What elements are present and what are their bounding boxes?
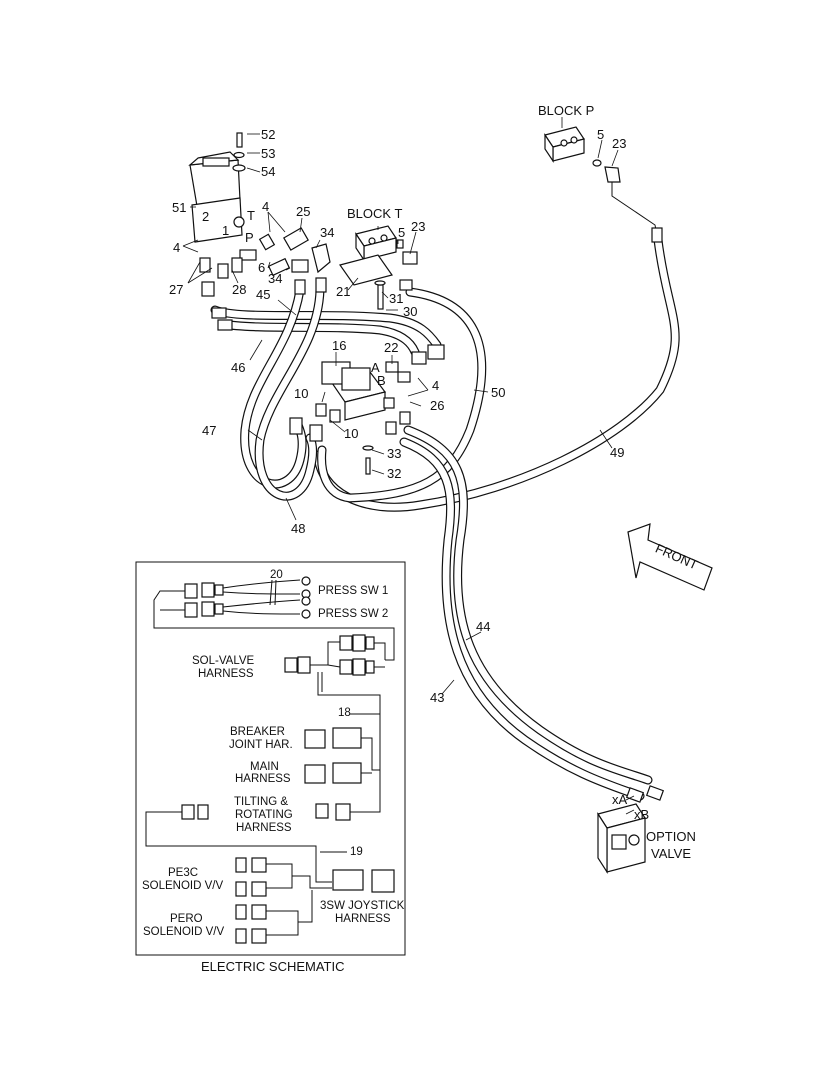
- tilting-label-line3: HARNESS: [236, 822, 292, 834]
- callout-32: 32: [387, 466, 401, 481]
- callout-43: 43: [430, 690, 444, 705]
- callout-28: 28: [232, 282, 246, 297]
- joystick-51: [188, 132, 246, 243]
- fittings-joystick: [199, 227, 331, 331]
- pe3c-label-line2: SOLENOID V/V: [142, 880, 223, 892]
- main-label-line2: HARNESS: [235, 773, 291, 785]
- callout-34: 34: [320, 225, 334, 240]
- callout-22: 22: [384, 340, 398, 355]
- callout-16: 16: [332, 338, 346, 353]
- port-xb: xB: [634, 807, 649, 822]
- callout-4: 4: [173, 240, 180, 255]
- electric-schematic-box: ELECTRIC SCHEMATIC 20 PRESS SW 1 PRESS S…: [135, 561, 406, 974]
- valve-block-16: [289, 344, 445, 475]
- solenoid-connectors: 19 PE3C SOLENOID V/V PERO SOLENOID V/V 3…: [142, 846, 405, 944]
- callout-54: 54: [261, 164, 275, 179]
- hose-47: [240, 285, 307, 489]
- tilting-label-line2: ROTATING: [235, 809, 293, 821]
- block-p-label: BLOCK P: [538, 103, 594, 118]
- joystick-label-line1: 3SW JOYSTICK: [320, 900, 405, 912]
- pero-label-line2: SOLENOID V/V: [143, 926, 224, 938]
- block-p: [544, 126, 663, 243]
- port-b: B: [377, 373, 386, 388]
- breaker-label-line2: JOINT HAR.: [229, 739, 293, 751]
- option-valve-label-line1: OPTION: [646, 829, 696, 844]
- callout-26: 26: [430, 398, 444, 413]
- joystick-label-line2: HARNESS: [335, 913, 391, 925]
- block-t: [339, 225, 418, 310]
- press-sw-1-label: PRESS SW 1: [318, 585, 388, 597]
- electric-schematic-title: ELECTRIC SCHEMATIC: [201, 959, 345, 974]
- callout-6: 6: [258, 260, 265, 275]
- callout-34: 34: [268, 271, 282, 286]
- callout-5: 5: [597, 127, 604, 142]
- port-xa: xA: [612, 792, 628, 807]
- block-t-label: BLOCK T: [347, 206, 402, 221]
- callout-46: 46: [231, 360, 245, 375]
- callout-25: 25: [296, 204, 310, 219]
- callout-10: 10: [344, 426, 358, 441]
- front-arrow: FRONT: [627, 523, 713, 591]
- hose-46: [217, 319, 420, 357]
- callout-47: 47: [202, 423, 216, 438]
- callout-48: 48: [291, 521, 305, 536]
- callout-19: 19: [350, 846, 363, 858]
- hose-p-line: [611, 180, 659, 241]
- callout-4: 4: [432, 378, 439, 393]
- port-p: P: [245, 230, 254, 245]
- callout-4: 4: [262, 199, 269, 214]
- tilting-label-line1: TILTING &: [234, 796, 288, 808]
- callout-51: 51: [172, 200, 186, 215]
- harness-connectors: BREAKER JOINT HAR. MAIN HARNESS TILTING …: [145, 726, 380, 883]
- press-sw-2-label: PRESS SW 2: [318, 608, 388, 620]
- title-labels: BLOCK P BLOCK T OPTION VALVE: [347, 103, 696, 861]
- callout-53: 53: [261, 146, 275, 161]
- sol-valve-label-line1: SOL-VALVE: [192, 655, 255, 667]
- callout-52: 52: [261, 127, 275, 142]
- callout-1: 1: [222, 223, 229, 238]
- part-callouts: 52 53 54 51 4 25 34 2 1 T P 6 34 4 27 28…: [169, 127, 649, 822]
- hose-45: [210, 305, 442, 350]
- callout-33: 33: [387, 446, 401, 461]
- hose-43: [399, 437, 645, 801]
- callout-49: 49: [610, 445, 624, 460]
- pero-label-line1: PERO: [170, 913, 203, 925]
- callout-10: 10: [294, 386, 308, 401]
- callout-45: 45: [256, 287, 270, 302]
- callout-21: 21: [336, 284, 350, 299]
- hose-44: [403, 425, 653, 785]
- option-valve: [597, 785, 665, 875]
- sol-valve-harness: SOL-VALVE HARNESS 18: [192, 634, 386, 813]
- callout-44: 44: [476, 619, 490, 634]
- callout-20: 20: [270, 569, 283, 581]
- leader-lines: [182, 117, 635, 815]
- main-label-line1: MAIN: [250, 761, 279, 773]
- breaker-label-line1: BREAKER: [230, 726, 285, 738]
- press-switch-connectors: 20 PRESS SW 1 PRESS SW 2: [153, 569, 395, 661]
- callout-5: 5: [398, 225, 405, 240]
- hose-48: [254, 285, 325, 501]
- callout-2: 2: [202, 209, 209, 224]
- option-valve-label-line2: VALVE: [651, 846, 691, 861]
- callout-50: 50: [491, 385, 505, 400]
- port-t: T: [247, 208, 255, 223]
- callout-23: 23: [612, 136, 626, 151]
- callout-31: 31: [389, 291, 403, 306]
- callout-30: 30: [403, 304, 417, 319]
- pe3c-label-line1: PE3C: [168, 867, 198, 879]
- callout-27: 27: [169, 282, 183, 297]
- sol-valve-label-line2: HARNESS: [198, 668, 254, 680]
- callout-23: 23: [411, 219, 425, 234]
- callout-18: 18: [338, 707, 351, 719]
- port-a: A: [371, 360, 380, 375]
